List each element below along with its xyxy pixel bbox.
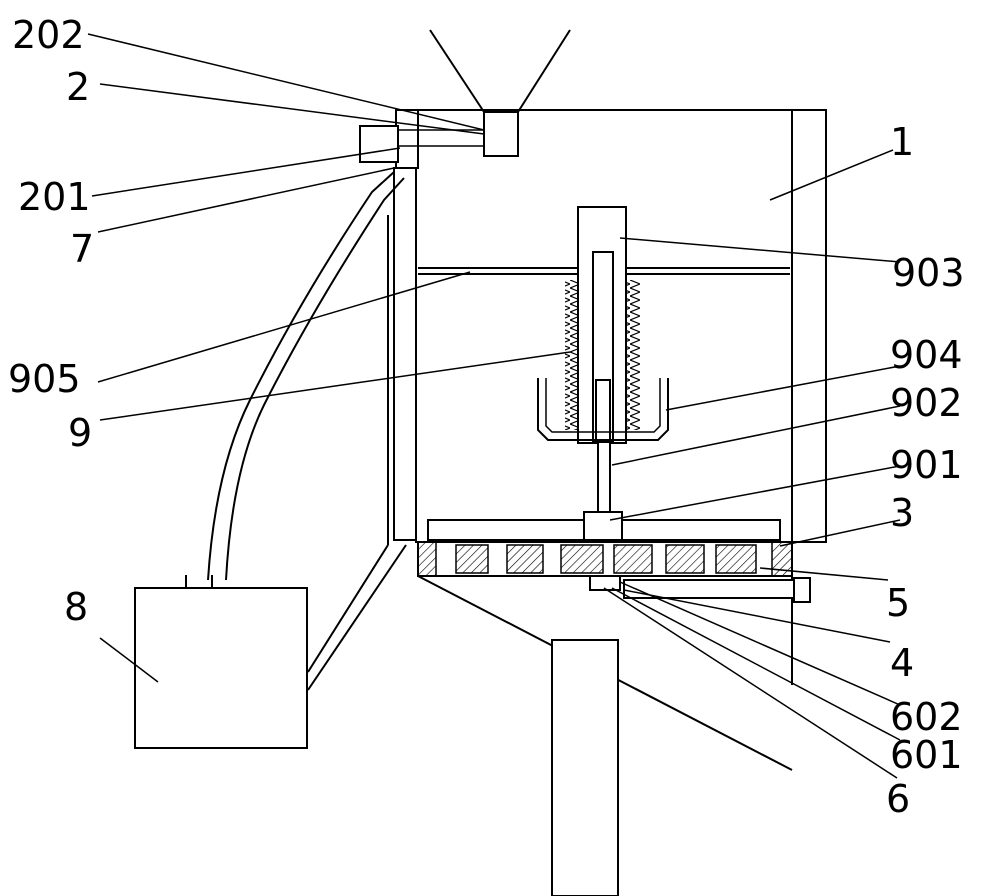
label-5: 5 [886,581,910,625]
part-labels: 202 2 201 7 1 903 905 9 904 902 901 3 5 … [8,13,965,821]
spring-9-left [565,280,578,430]
label-2: 2 [66,65,90,109]
label-201: 201 [18,175,91,219]
cylinder-903 [577,206,627,444]
leader-lines [87,33,901,779]
label-202: 202 [12,13,85,57]
rod-902 [597,441,611,517]
label-902: 902 [890,381,963,425]
tank-8 [134,587,308,749]
label-602: 602 [890,695,963,739]
spring-9-right [627,280,640,430]
label-7: 7 [70,227,94,271]
label-4: 4 [890,641,914,685]
label-901: 901 [890,443,963,487]
label-905: 905 [8,357,81,401]
label-903: 903 [892,251,965,295]
motor-6 [589,575,811,603]
block-901 [583,511,623,541]
support-leg [551,639,619,896]
label-3: 3 [890,491,914,535]
tray-904 [537,378,669,441]
label-601: 601 [890,733,963,777]
label-904: 904 [890,333,963,377]
label-1: 1 [890,120,914,164]
label-6: 6 [886,777,910,821]
label-8: 8 [64,585,88,629]
pipe-7 [207,167,417,581]
label-9: 9 [68,411,92,455]
feed-hopper [429,29,571,157]
screen-3 [417,541,793,577]
support-strut [307,215,407,691]
